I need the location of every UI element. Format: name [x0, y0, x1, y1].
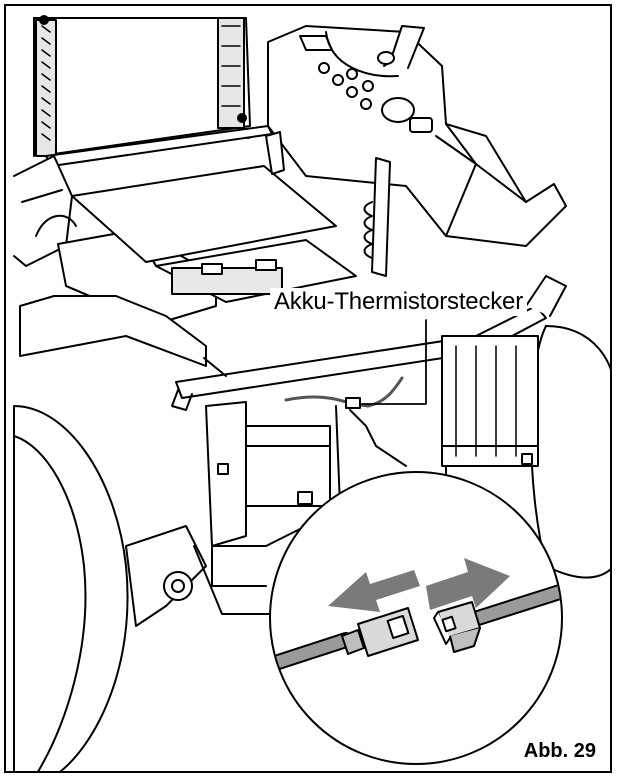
arrow-right-icon — [426, 558, 510, 610]
connector-plug-left — [341, 607, 419, 657]
connector-plug-right — [433, 601, 481, 653]
rear-bumper — [19, 275, 567, 411]
battery-compartment — [71, 165, 357, 303]
arrow-left-icon — [328, 570, 420, 612]
callout-leader — [361, 319, 427, 405]
figure-caption: Abb. 29 — [523, 740, 596, 762]
vehicle-illustration — [13, 15, 610, 771]
figure-frame: Akku-Thermistorstecker Abb. 29 — [4, 4, 612, 773]
callout-label: Akku-Thermistorstecker — [270, 288, 527, 316]
control-console — [265, 25, 567, 277]
detail-circle — [269, 471, 563, 765]
